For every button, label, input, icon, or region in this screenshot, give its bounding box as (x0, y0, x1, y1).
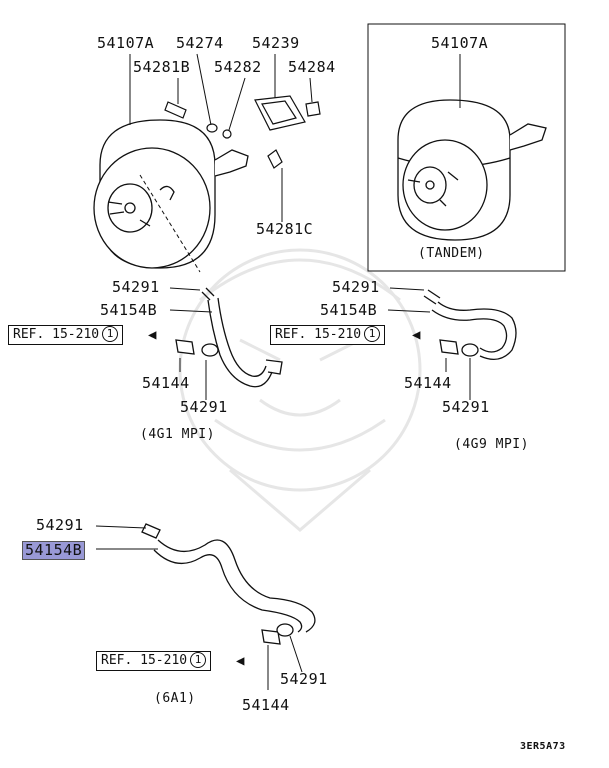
part-54154b-4g9: 54154B (320, 301, 378, 319)
part-54107a-left: 54107A (97, 34, 155, 52)
part-54291-4g1-bottom: 54291 (180, 398, 228, 416)
part-54239: 54239 (252, 34, 300, 52)
leader-lines-6a1 (95, 525, 303, 690)
part-54291-4g1-top: 54291 (112, 278, 160, 296)
part-54284: 54284 (288, 58, 336, 76)
leader-lines-top (129, 53, 313, 273)
part-54144-4g1: 54144 (142, 374, 190, 392)
watermark-emblem (178, 248, 422, 532)
part-54144-4g9: 54144 (404, 374, 452, 392)
hose-6a1 (141, 523, 316, 645)
ref-circle-number: 1 (190, 652, 207, 668)
brake-booster-tandem (397, 99, 547, 241)
hose-4g1 (175, 287, 283, 388)
ref-circle-number: 1 (102, 326, 119, 342)
part-54281b: 54281B (133, 58, 191, 76)
part-54291-6a1-bottom: 54291 (280, 670, 328, 688)
variant-label-6a1: (6A1) (154, 691, 196, 706)
figure-code: 3ER5A73 (520, 741, 566, 752)
hose-4g9 (423, 289, 517, 361)
ref-link-text: REF. 15-210 (13, 327, 100, 342)
part-54154b-highlighted[interactable]: 54154B (22, 541, 86, 560)
leader-lines-4g1 (169, 287, 213, 400)
part-54144-6a1: 54144 (242, 696, 290, 714)
part-54281c: 54281C (256, 220, 314, 238)
arrow-left-icon: ◀ (148, 327, 157, 343)
tandem-label: (TANDEM) (418, 246, 485, 261)
part-54291-6a1-top: 54291 (36, 516, 84, 534)
part-54274: 54274 (176, 34, 224, 52)
arrow-left-icon: ◀ (412, 327, 421, 343)
leader-lines-4g9 (387, 287, 471, 400)
ref-circle-number: 1 (364, 326, 381, 342)
arrow-left-icon: ◀ (236, 653, 245, 669)
part-54282: 54282 (214, 58, 262, 76)
variant-label-4g9: (4G9 MPI) (454, 437, 529, 452)
ref-link-text: REF. 15-210 (275, 327, 362, 342)
part-54154b-4g1: 54154B (100, 301, 158, 319)
part-54291-4g9-top: 54291 (332, 278, 380, 296)
ref-link-text: REF. 15-210 (101, 653, 188, 668)
part-54291-4g9-bottom: 54291 (442, 398, 490, 416)
brake-booster-left (93, 119, 249, 269)
tandem-frame (367, 23, 566, 272)
part-54107a-right: 54107A (431, 34, 489, 52)
booster-small-parts (164, 95, 321, 169)
variant-label-4g1: (4G1 MPI) (140, 427, 215, 442)
